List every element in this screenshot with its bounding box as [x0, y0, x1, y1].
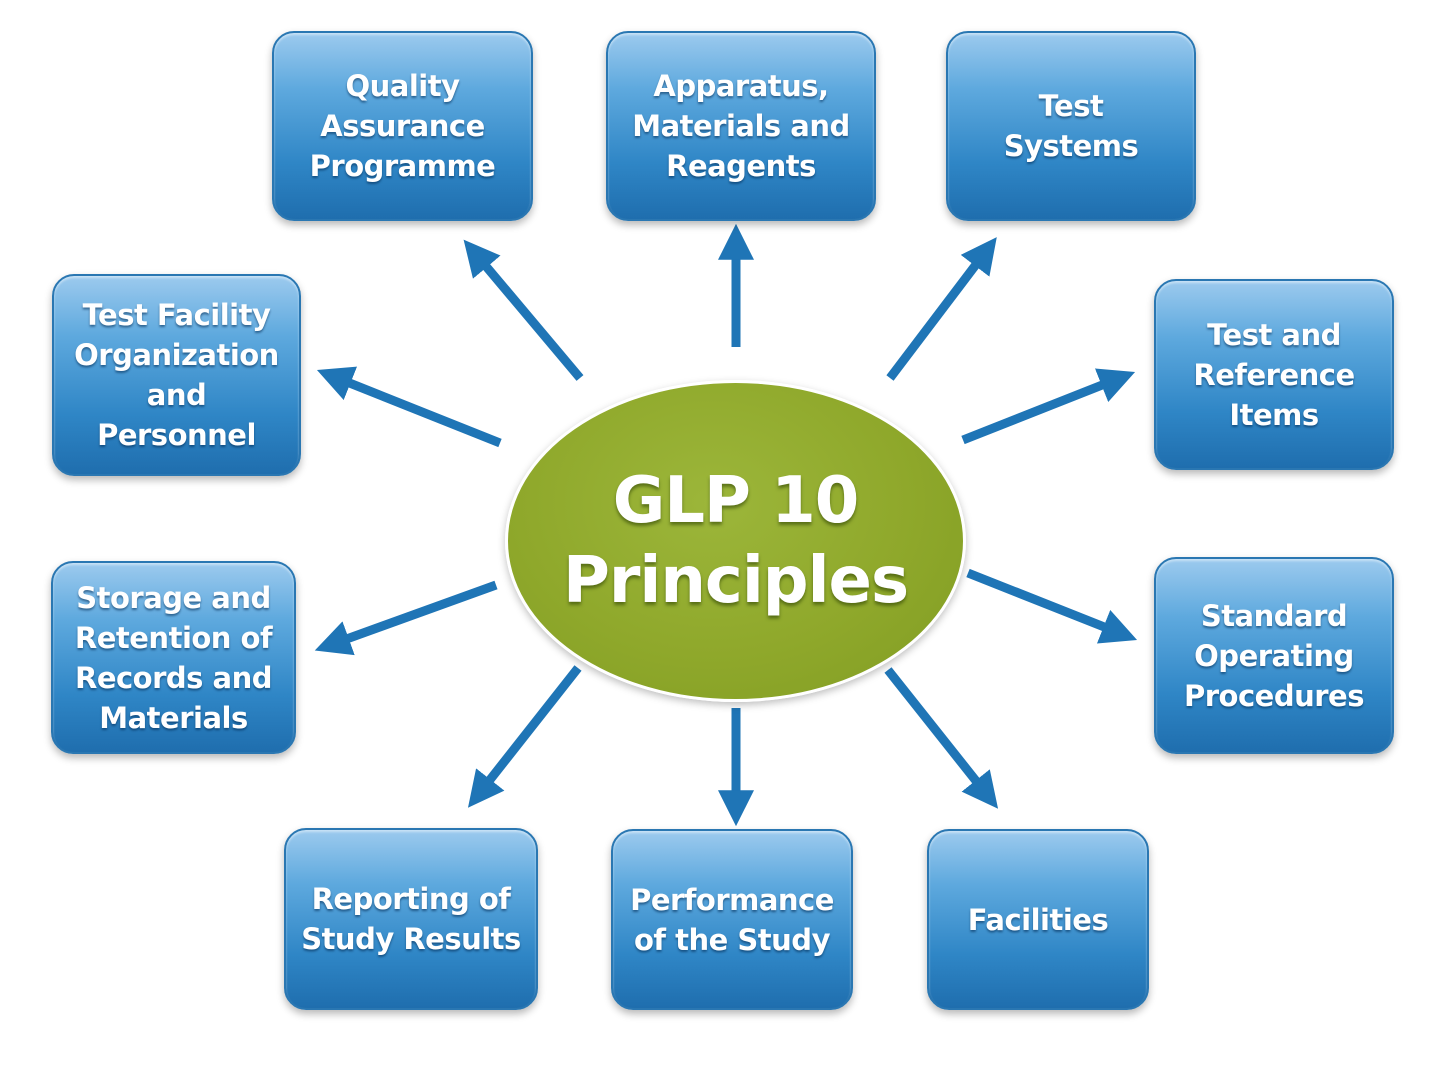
principle-box-test-facility-organization: Test Facility Organization and Personnel — [52, 274, 301, 476]
principle-label: Reporting of Study Results — [301, 882, 521, 956]
arrow-to-storage-retention — [314, 580, 498, 656]
principle-label: Performance of the Study — [630, 882, 834, 957]
arrow-to-facilities — [884, 667, 999, 809]
principle-box-test-reference-items: Test and Reference Items — [1154, 279, 1394, 470]
center-title-line1: GLP 10 — [612, 464, 860, 538]
arrow-to-reporting-study-results — [467, 665, 582, 808]
principle-box-test-systems: Test Systems — [946, 31, 1196, 221]
principle-label: Facilities — [967, 902, 1109, 937]
principle-box-storage-retention: Storage and Retention of Records and Mat… — [51, 561, 296, 754]
principle-box-performance-of-study: Performance of the Study — [611, 829, 853, 1010]
principle-label: Storage and Retention of Records and Mat… — [74, 580, 273, 735]
principle-box-reporting-study-results: Reporting of Study Results — [284, 828, 538, 1010]
principle-label: Apparatus, Materials and Reagents — [632, 69, 850, 183]
principle-label: Quality Assurance Programme — [309, 69, 496, 183]
principle-label: Standard Operating Procedures — [1184, 598, 1364, 713]
arrow-to-standard-operating-procedures — [966, 568, 1138, 644]
arrow-to-test-facility-organization — [316, 366, 502, 448]
arrow-to-test-reference-items — [961, 368, 1136, 445]
center-node: GLP 10 Principles — [505, 380, 966, 702]
principle-label: Test Facility Organization and Personnel — [74, 298, 279, 452]
arrow-to-test-systems — [886, 237, 997, 381]
arrow-to-quality-assurance — [463, 239, 584, 381]
principle-box-standard-operating-procedures: Standard Operating Procedures — [1154, 557, 1394, 754]
principle-box-facilities: Facilities — [927, 829, 1149, 1010]
principle-label: Test and Reference Items — [1193, 317, 1355, 432]
principle-label: Test Systems — [1003, 89, 1139, 163]
center-title-line2: Principles — [562, 544, 909, 618]
principle-box-quality-assurance: Quality Assurance Programme — [272, 31, 533, 221]
principle-box-apparatus-materials: Apparatus, Materials and Reagents — [606, 31, 876, 221]
